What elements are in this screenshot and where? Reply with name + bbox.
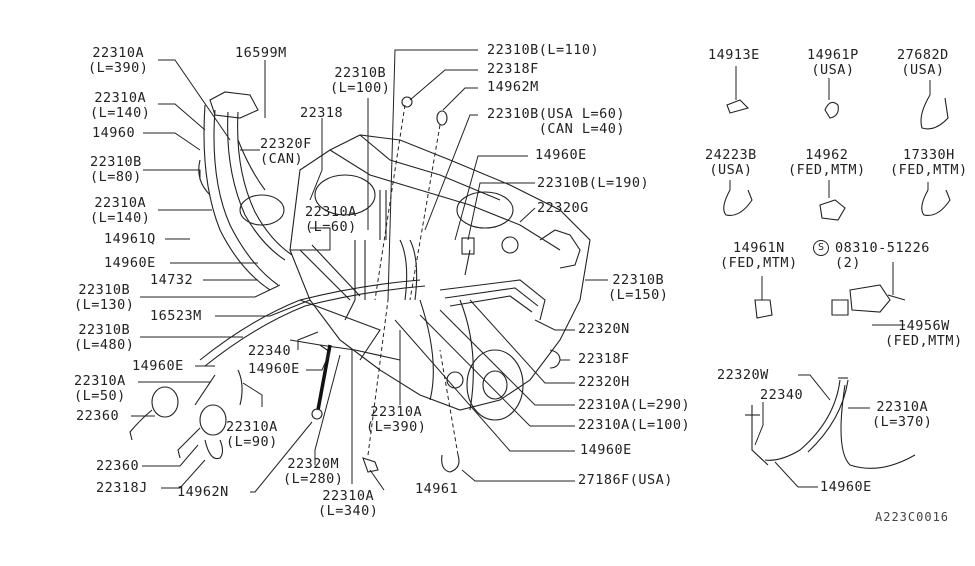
label-22318F-upper: 22318F (487, 61, 539, 77)
label-22310A-L60: 22310A (L=60) (305, 204, 357, 235)
label-22310A-L290: 22310A(L=290) (578, 397, 691, 413)
label-22360-b: 22360 (96, 458, 140, 474)
label-14961Q: 14961Q (104, 231, 156, 247)
label-22360-a: 22360 (76, 408, 120, 424)
label-22310B-L150: 22310B (L=150) (608, 272, 669, 303)
label-14960E-b: 14960E (132, 358, 184, 374)
vacuum-switching-valves (129, 369, 243, 460)
label-14960E-d: 14960E (535, 147, 587, 163)
label-22310B-L190: 22310B(L=190) (537, 175, 650, 191)
diagram-reference-code: A223C0016 (875, 510, 950, 524)
label-14960E-c: 14960E (248, 361, 300, 377)
label-22320W: 22320W (717, 367, 769, 383)
label-22310A-L340: 22310A (L=340) (318, 488, 379, 519)
label-22310B-L130: 22310B (L=130) (74, 282, 135, 313)
label-22310A-L370: 22310A (L=370) (872, 399, 933, 430)
label-14962-FEDMTM: 14962 (FED,MTM) (788, 147, 866, 178)
label-22340-side: 22340 (760, 387, 804, 403)
label-24223B-USA: 24223B (USA) (705, 147, 757, 178)
engine-block (289, 134, 591, 421)
bolt-symbol-icon: S (813, 240, 829, 256)
label-14960E-e: 14960E (580, 442, 632, 458)
label-22320M-L280: 22320M (L=280) (283, 456, 344, 487)
label-22310A-L50: 22310A (L=50) (74, 373, 126, 404)
label-22310B-L80: 22310B (L=80) (90, 154, 142, 185)
label-22310B-L480: 22310B (L=480) (74, 322, 135, 353)
label-22318J: 22318J (96, 480, 148, 496)
label-14960E-side: 14960E (820, 479, 872, 495)
label-14961P-USA: 14961P (USA) (807, 47, 859, 78)
label-22310A-L140-lower: 22310A (L=140) (90, 195, 151, 226)
label-22320N: 22320N (578, 321, 630, 337)
label-14962N: 14962N (177, 484, 229, 500)
label-22318F-lower: 22318F (578, 351, 630, 367)
label-22340: 22340 (248, 343, 292, 359)
label-08310-51226: 08310-51226 (2) (835, 240, 930, 271)
label-14962M: 14962M (487, 79, 539, 95)
label-22310A-L100: 22310A(L=100) (578, 417, 691, 433)
label-22318: 22318 (300, 105, 344, 121)
label-16599M: 16599M (235, 45, 287, 61)
label-27186F-USA: 27186F(USA) (578, 472, 673, 488)
label-22310B-L110: 22310B(L=110) (487, 42, 600, 58)
label-14960: 14960 (92, 125, 136, 141)
label-22310B-USA-CAN: 22310B(USA L=60) (CAN L=40) (487, 106, 626, 137)
label-14732: 14732 (150, 272, 194, 288)
label-27682D-USA: 27682D (USA) (897, 47, 949, 78)
label-17330H-FEDMTM: 17330H (FED,MTM) (890, 147, 968, 178)
label-22320F-CAN: 22320F (CAN) (260, 136, 312, 167)
label-22320G: 22320G (537, 200, 589, 216)
label-22310A-L390-lower: 22310A (L=390) (366, 404, 427, 435)
label-16523M: 16523M (150, 308, 202, 324)
label-14961: 14961 (415, 481, 459, 497)
leader-lines (131, 49, 608, 493)
clip-parts (723, 66, 951, 488)
label-22310A-L140-upper: 22310A (L=140) (90, 90, 151, 121)
label-22310A-L390-upper: 22310A (L=390) (88, 45, 149, 76)
label-14913E: 14913E (708, 47, 760, 63)
label-14956W-FEDMTM: 14956W (FED,MTM) (885, 318, 963, 349)
label-22320H: 22320H (578, 374, 630, 390)
label-22310A-L90: 22310A (L=90) (226, 419, 278, 450)
label-14961N-FEDMTM: 14961N (FED,MTM) (720, 240, 798, 271)
label-22310B-L100: 22310B (L=100) (330, 65, 391, 96)
label-14960E-a: 14960E (104, 255, 156, 271)
